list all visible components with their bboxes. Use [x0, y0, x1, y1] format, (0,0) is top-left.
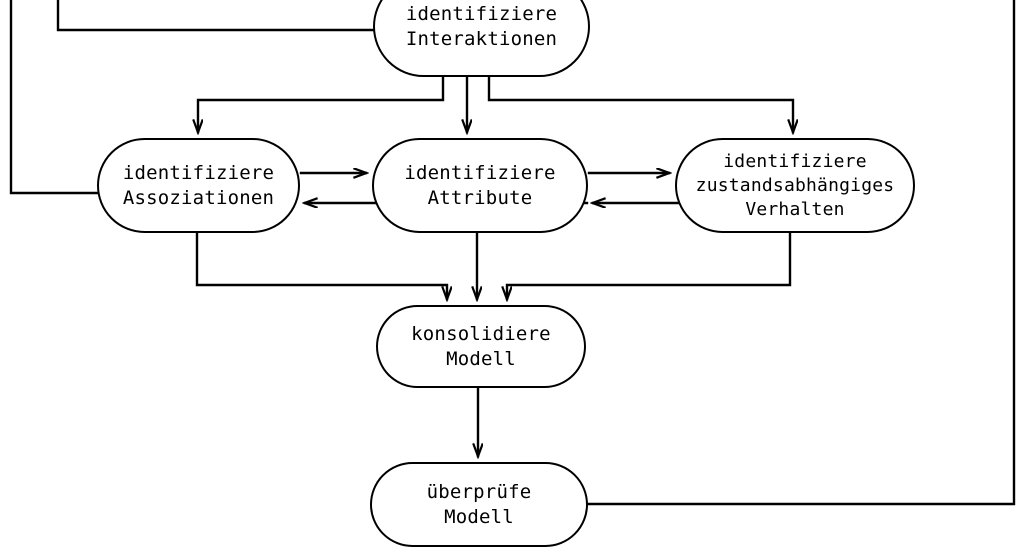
edge-offscreen-left-to-assoziationen [9, 0, 100, 195]
edge-interaktionen-to-verhalten [487, 75, 793, 132]
edge-interaktionen-to-assoziationen [198, 75, 445, 132]
edge-ueberpruefe-feedback-right [586, 0, 1016, 506]
node-identifiziere-attribute[interactable]: identifiziere Attribute [372, 138, 588, 233]
node-identifiziere-zustandsabhaengiges-verhalten[interactable]: identifiziere zustandsabhängiges Verhalt… [675, 138, 915, 233]
edge-verhalten-to-konsolidiere [507, 231, 792, 299]
node-label: identifiziere zustandsabhängiges Verhalt… [695, 150, 895, 220]
node-label: konsolidiere Modell [411, 322, 551, 370]
edge-assoziationen-to-konsolidiere [195, 231, 447, 299]
node-label: identifiziere Assoziationen [122, 161, 275, 209]
node-label: identifiziere Interaktionen [405, 2, 558, 50]
node-label: identifiziere Attribute [404, 161, 556, 209]
node-ueberpruefe-modell[interactable]: überprüfe Modell [370, 462, 588, 547]
node-identifiziere-interaktionen[interactable]: identifiziere Interaktionen [373, 0, 590, 77]
node-identifiziere-assoziationen[interactable]: identifiziere Assoziationen [97, 138, 300, 233]
edge-offscreen-to-interaktionen [56, 0, 376, 32]
node-label: überprüfe Modell [426, 480, 532, 528]
node-konsolidiere-modell[interactable]: konsolidiere Modell [376, 305, 586, 388]
